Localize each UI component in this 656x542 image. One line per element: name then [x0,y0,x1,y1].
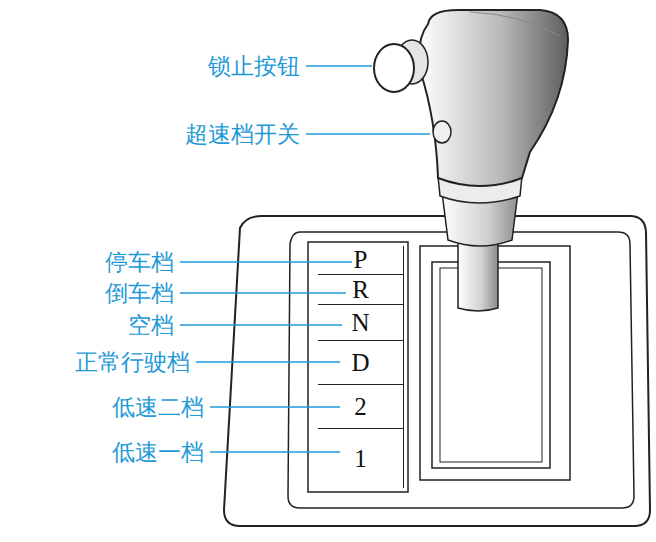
gear-letter: 2 [354,393,367,421]
part-label: 停车档 [105,248,174,276]
part-label: 倒车档 [105,279,174,307]
gear-letter: D [351,349,369,377]
part-label: 低速二档 [112,393,204,421]
gear-cell: D [318,340,404,384]
gear-letter: N [351,309,369,337]
part-label: 正常行驶档 [75,348,190,376]
gear-letter: R [352,276,369,304]
gear-cell: N [318,304,404,340]
gear-cell: 1 [318,428,404,488]
part-label: 空档 [128,311,174,339]
part-label: 超速档开关 [185,120,300,148]
gear-cell: R [318,274,404,304]
gear-cell: P [318,246,404,274]
gear-letter: 1 [354,445,367,473]
part-label: 锁止按钮 [208,52,300,80]
gear-cell: 2 [318,384,404,428]
part-label: 低速一档 [112,438,204,466]
gear-letter: P [354,246,368,274]
leader-lines [180,66,430,452]
